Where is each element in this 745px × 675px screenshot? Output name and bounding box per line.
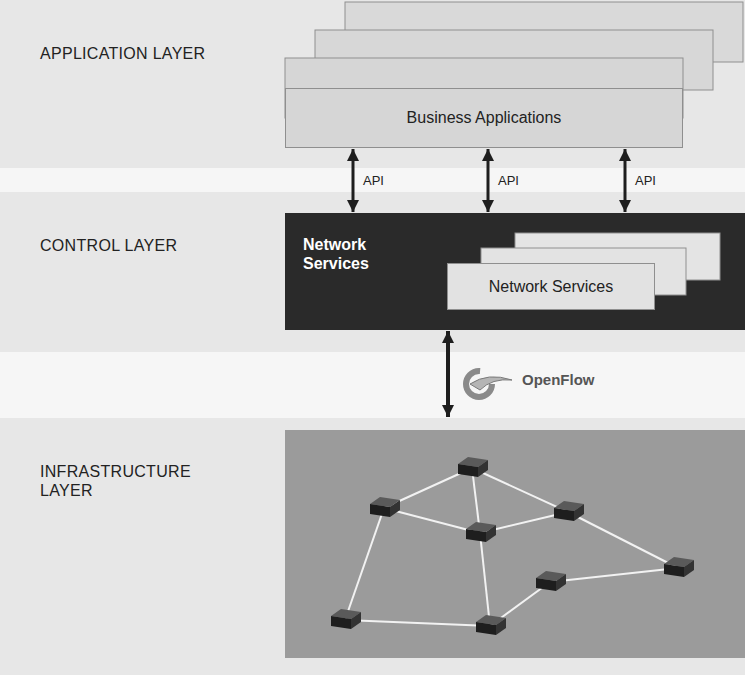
layer-heading: INFRASTRUCTURE LAYER [40,462,210,500]
api-label: API [498,173,519,188]
box-label: Network Services [303,235,413,273]
stacked-service-box [481,248,686,295]
box-label: Network Services [489,277,613,296]
protocol-label: OpenFlow [522,371,595,388]
network-area [285,430,745,658]
box-label: Business Applications [407,108,562,127]
network-links [345,468,678,626]
service-box: Network Services [447,263,655,310]
stacked-app-box [285,58,683,118]
layer-heading: CONTROL LAYER [40,236,177,255]
layer-heading: APPLICATION LAYER [40,44,205,63]
double-arrow [624,149,627,212]
api-label: API [635,173,656,188]
layer-band: CONTROL LAYERNetwork ServicesNetwork Ser… [0,192,745,352]
double-arrow [487,149,490,212]
api-label: API [363,173,384,188]
openflow-logo [466,371,512,397]
application-box: Business Applications [285,88,683,148]
double-arrow [446,331,450,417]
double-arrow [352,149,355,212]
